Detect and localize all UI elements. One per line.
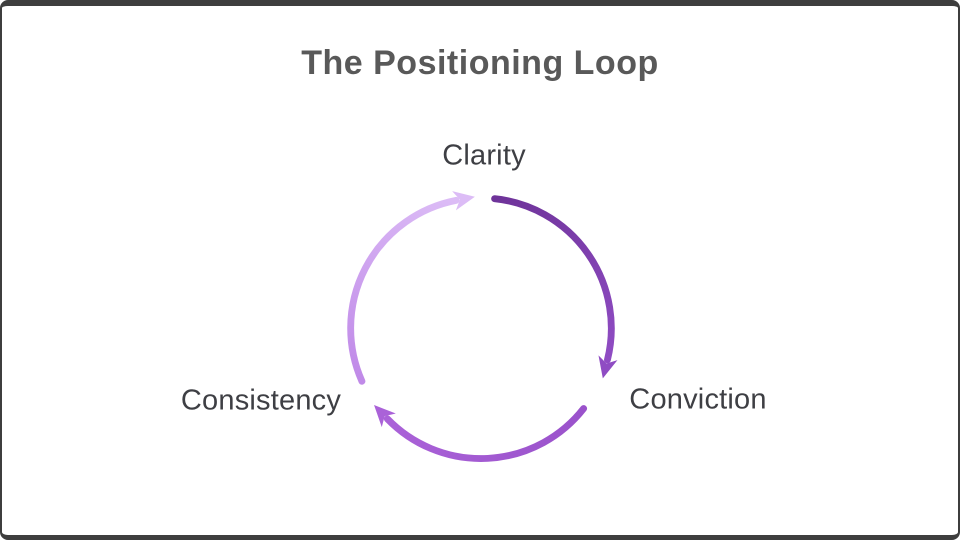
positioning-loop-diagram (347, 191, 618, 462)
node-label-clarity: Clarity (442, 139, 526, 172)
slide-title: The Positioning Loop (301, 44, 659, 82)
arc-conviction-to-consistency (374, 405, 588, 462)
node-label-conviction: Conviction (629, 383, 767, 416)
arc-consistency-to-clarity (347, 191, 475, 385)
arc-clarity-to-conviction (491, 195, 618, 379)
node-label-consistency: Consistency (180, 384, 342, 417)
